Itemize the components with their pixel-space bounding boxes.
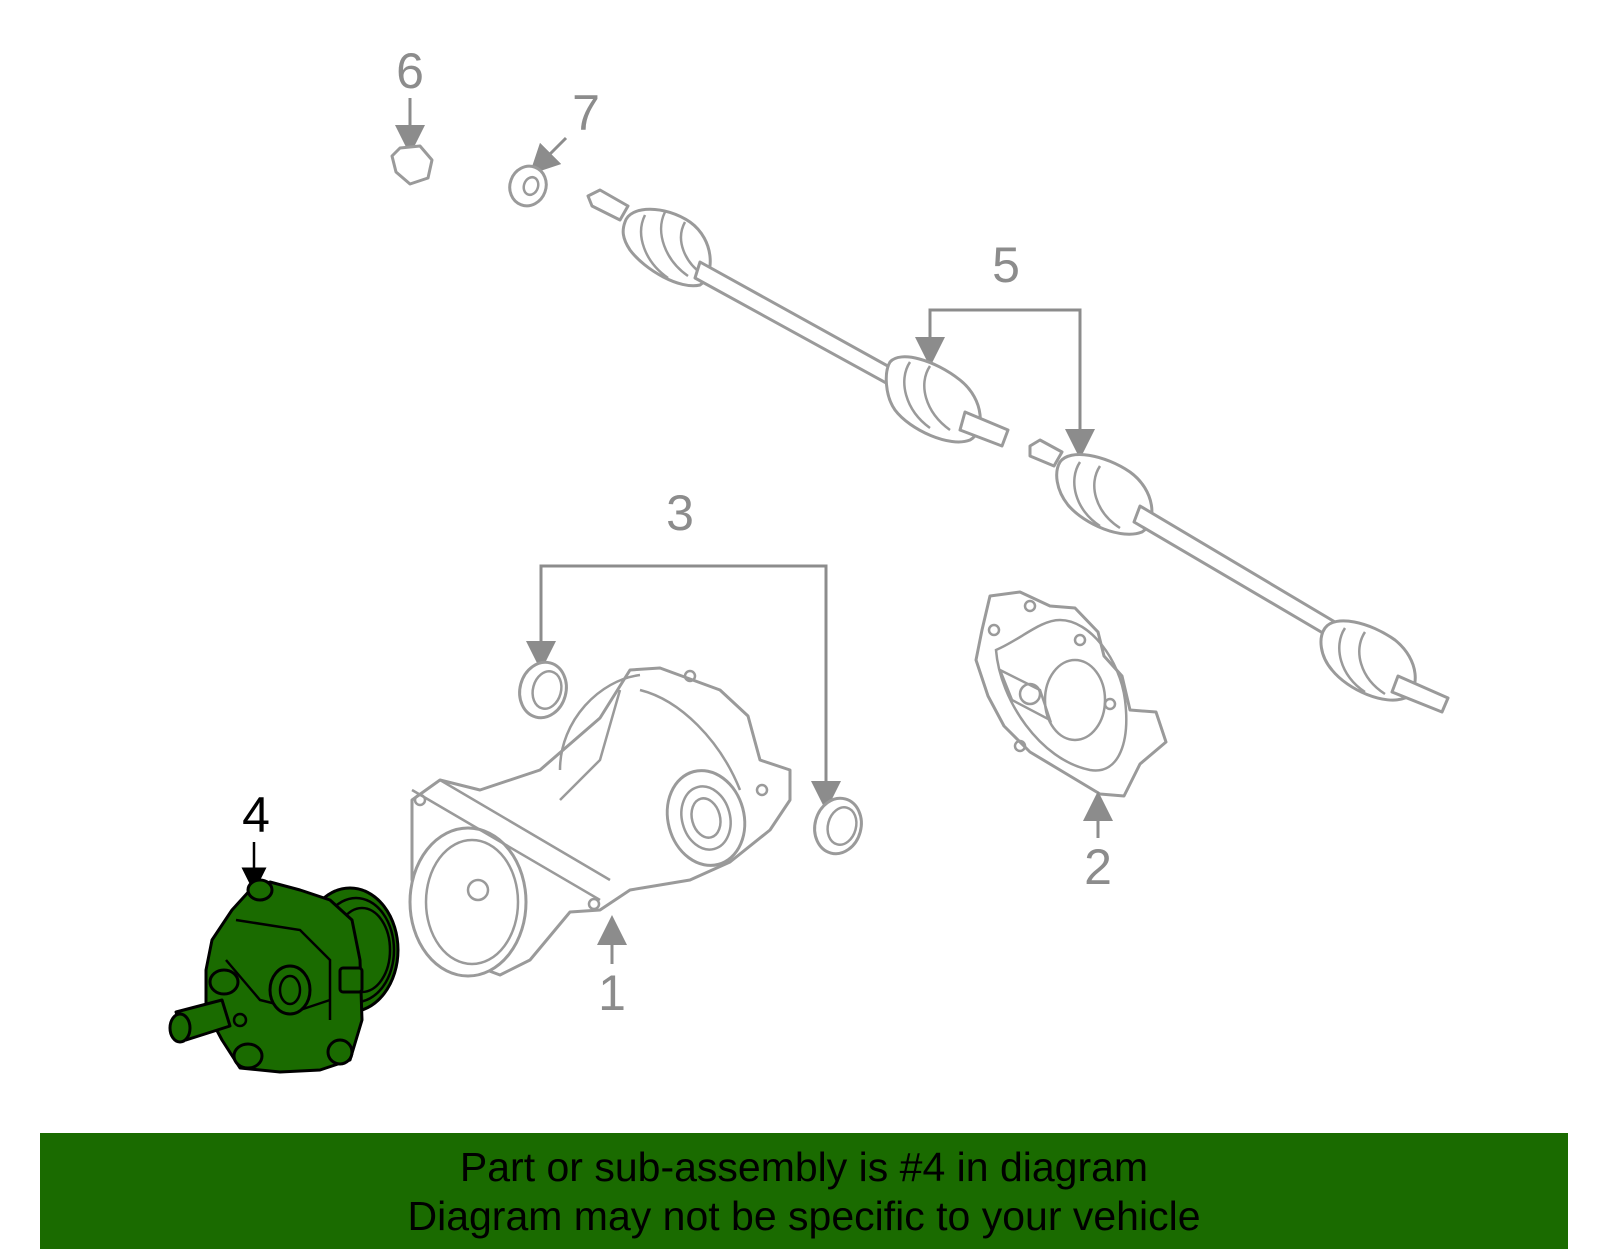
seal-lower-icon: [813, 796, 863, 856]
washer-icon: [508, 164, 548, 208]
callout-7: 7: [572, 85, 600, 141]
leader-7: [529, 136, 568, 175]
cover-icon: [974, 590, 1168, 798]
callout-2: 2: [1084, 839, 1112, 895]
footer-line-1: Part or sub-assembly is #4 in diagram: [459, 1144, 1149, 1190]
axle-shaft-upper: [586, 188, 1010, 448]
part-4-highlighted[interactable]: 4: [168, 787, 400, 1074]
footer-line-2: Diagram may not be specific to your vehi…: [407, 1193, 1201, 1239]
callout-3: 3: [666, 485, 694, 541]
seal-upper-icon: [518, 660, 568, 720]
part-3-seals[interactable]: 3: [514, 485, 868, 859]
callout-6: 6: [396, 43, 424, 99]
part-1-carrier[interactable]: 1: [408, 666, 792, 1021]
part-2-cover[interactable]: 2: [974, 590, 1168, 895]
part-7-washer[interactable]: 7: [504, 85, 600, 211]
callout-5: 5: [992, 237, 1020, 293]
axle-shaft-lower: [1028, 438, 1450, 714]
coupling-assembly-icon: [168, 878, 400, 1074]
callout-1: 1: [598, 965, 626, 1021]
nut-icon: [390, 144, 434, 186]
callout-4: 4: [242, 787, 270, 843]
part-6-nut[interactable]: 6: [390, 43, 434, 186]
part-5-axle-shafts[interactable]: 5: [586, 188, 1450, 714]
footer-banner: Part or sub-assembly is #4 in diagram Di…: [40, 1133, 1568, 1249]
carrier-icon: [408, 666, 792, 978]
leader-3: [539, 564, 828, 796]
